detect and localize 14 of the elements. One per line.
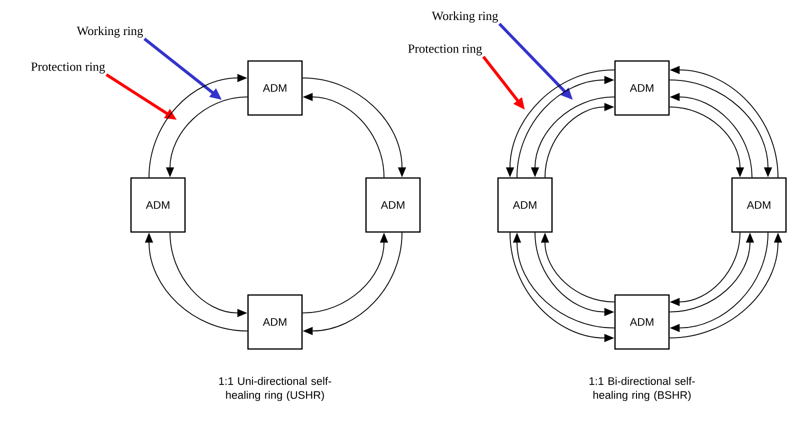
caption: 1:1 Uni-directional self-healing ring (USHR) [219,376,332,402]
adm-box: ADM [614,60,670,116]
ring-label: Protection ring [408,44,482,56]
caption: 1:1 Bi-directional self-healing ring (BSHR) [590,376,695,402]
adm-box: ADM [130,177,186,233]
adm-box: ADM [731,177,787,233]
adm-box: ADM [497,177,553,233]
adm-box: ADM [247,60,303,116]
ring-label: Working ring [432,11,498,23]
ring-label: Protection ring [31,62,105,74]
adm-box: ADM [365,177,421,233]
adm-box: ADM [614,294,670,350]
adm-box: ADM [247,294,303,350]
ring-label: Working ring [76,26,143,38]
